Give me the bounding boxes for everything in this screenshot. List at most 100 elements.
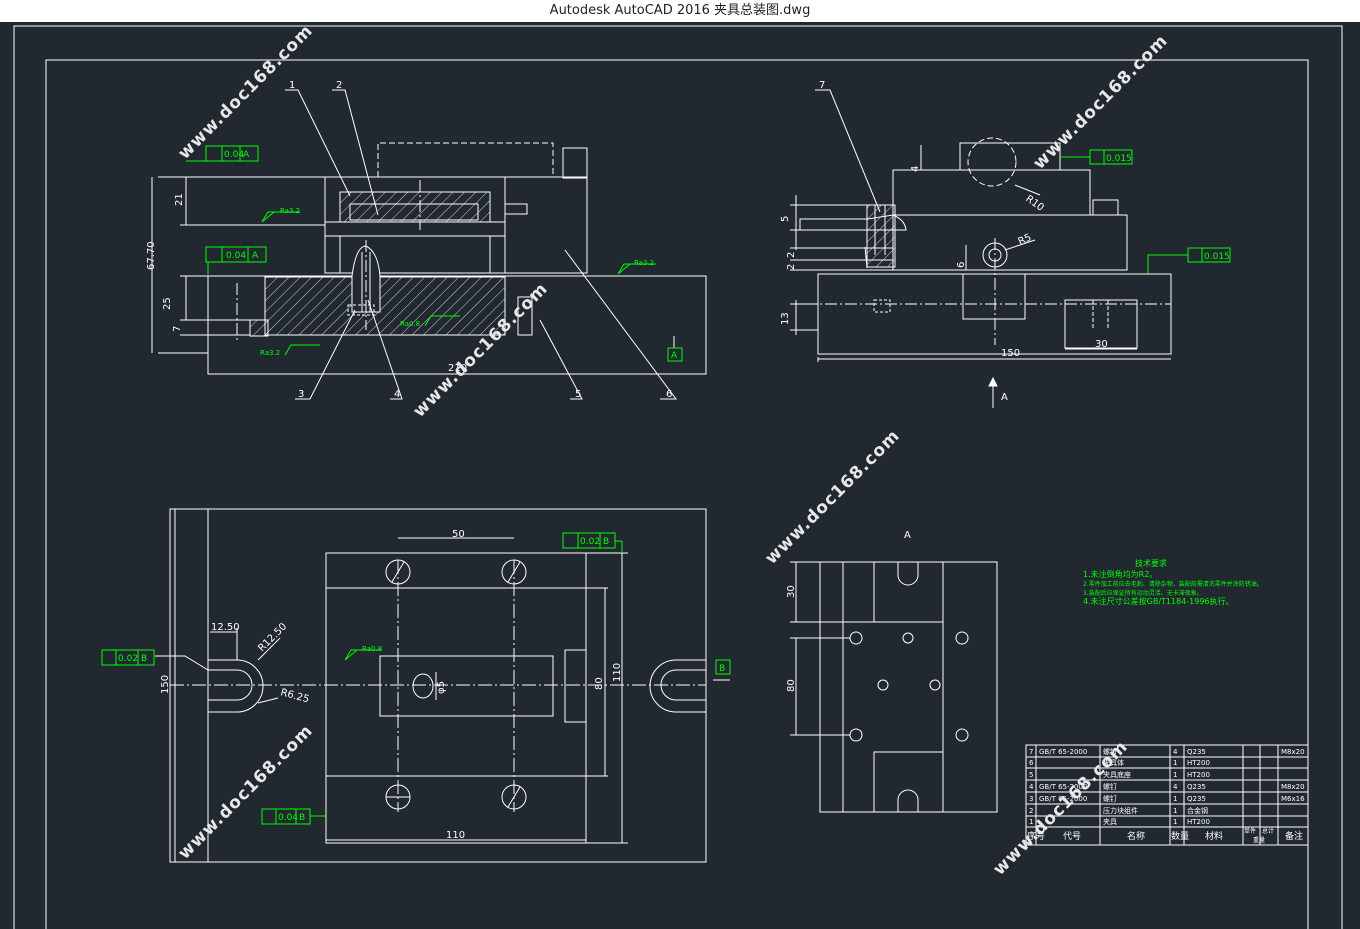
bom-cell: 5 xyxy=(1029,771,1033,779)
callout-1: 1 xyxy=(289,80,295,91)
tol-frame-front-mid xyxy=(205,246,267,263)
dim-150-plan: 150 xyxy=(160,675,171,694)
dim-30-side: 30 xyxy=(1095,339,1108,350)
dim-80-plan: 80 xyxy=(594,677,605,690)
tol-frame-plan-left xyxy=(101,649,155,666)
dim-25: 25 xyxy=(162,297,173,310)
bom-header-cell: 材料 xyxy=(1205,830,1223,842)
bom-header-cell: 总计 xyxy=(1262,827,1274,835)
bom-header-cell: 代号 xyxy=(1063,831,1081,842)
bom-table[interactable] xyxy=(1025,744,1309,846)
rough-sym-a xyxy=(261,211,300,223)
dim-r10: R10 xyxy=(1023,193,1045,213)
view-a-label: A xyxy=(904,530,911,541)
tol-datum-plan-right: B xyxy=(603,537,609,547)
callout-2: 2 xyxy=(336,80,342,91)
bom-cell: 夹具底座 xyxy=(1103,770,1131,779)
view-a[interactable] xyxy=(790,561,998,813)
bom-cell: 螺钉 xyxy=(1103,782,1117,791)
bom-cell: Q235 xyxy=(1187,795,1206,803)
bom-cell: GB/T 65-2000 xyxy=(1039,748,1087,756)
dim-7: 7 xyxy=(172,326,183,332)
dim-30-view-a: 30 xyxy=(786,585,797,598)
dim-50: 50 xyxy=(452,529,465,540)
dim-12-50: 12.50 xyxy=(211,622,240,633)
tol-datum-plan-left: B xyxy=(141,654,147,664)
rough-sym-b xyxy=(617,263,656,275)
drawing-canvas[interactable]: 7GB/T 65-2000螺钉4Q235M8x206夹具体1HT2005夹具底座… xyxy=(0,22,1360,929)
watermarks: www.doc168.com www.doc168.com www.doc168… xyxy=(174,22,1172,880)
dim-21: 21 xyxy=(174,193,185,206)
side-view[interactable] xyxy=(790,89,1172,408)
bom-header-cell: 名称 xyxy=(1127,830,1145,842)
rough-sym-c xyxy=(424,315,460,327)
rough-text-b: Ra3.2 xyxy=(634,259,654,267)
rough-sym-d xyxy=(284,344,320,356)
bom-cell: M8x20 xyxy=(1281,783,1305,791)
dim-210: 210 xyxy=(448,363,467,374)
plan-view[interactable] xyxy=(155,508,730,863)
bom-cell: 合金钢 xyxy=(1187,806,1208,815)
dim-r6-25: R6.25 xyxy=(279,687,310,705)
dim-110-w: 110 xyxy=(446,830,465,841)
bom-cell: GB/T 65-2000 xyxy=(1039,795,1087,803)
bom-cell: 螺钉 xyxy=(1103,747,1117,756)
bom-cell: 7 xyxy=(1029,748,1033,756)
dim-13: 13 xyxy=(780,312,791,325)
bom-cell: 夹具 xyxy=(1103,817,1117,826)
bom-cell: 3 xyxy=(1029,795,1033,803)
bom-cell: 1 xyxy=(1029,818,1033,826)
dim-6: 6 xyxy=(956,262,967,268)
datum-box-a xyxy=(667,347,683,362)
bom-cell: 4 xyxy=(1173,748,1178,756)
bom-header-cell: 单件 xyxy=(1244,827,1256,835)
bom-cell: 1 xyxy=(1173,795,1177,803)
rough-text-d: Ra3.2 xyxy=(260,349,280,357)
datum-b-text: B xyxy=(719,664,725,674)
tol-datum-front-top: A xyxy=(243,150,250,160)
bom-cell: 夹具体 xyxy=(1103,758,1124,767)
bom-cell: 1 xyxy=(1173,771,1177,779)
dim-phi5: φ5 xyxy=(436,681,447,694)
bom-cell: HT200 xyxy=(1187,818,1210,826)
datum-box-b xyxy=(715,659,731,675)
watermark: www.doc168.com xyxy=(1029,31,1172,174)
bom-cell: 1 xyxy=(1173,759,1177,767)
tech-req-3: 3.装配后应保证所有运动灵活、无卡滞现象。 xyxy=(1083,589,1203,597)
dim-2a: 2 xyxy=(786,252,797,258)
window-title: Autodesk AutoCAD 2016 夹具总装图.dwg xyxy=(0,0,1360,22)
bom-cell: 1 xyxy=(1173,807,1177,815)
watermark: www.doc168.com xyxy=(174,22,317,164)
tol-text-front-mid: 0.04 xyxy=(226,251,246,261)
tol-text-plan-perp: 0.04 xyxy=(278,813,298,823)
tech-req-4: 4.未注尺寸公差按GB/T1184-1996执行。 xyxy=(1083,596,1234,606)
dim-110-h: 110 xyxy=(612,663,623,682)
bom-cell: 2 xyxy=(1029,807,1033,815)
rough-text-c: Ra0.8 xyxy=(400,320,420,328)
bom-header-cell: 数量 xyxy=(1171,830,1189,842)
view-arrow-label: A xyxy=(1001,392,1008,403)
bom-cell: 4 xyxy=(1029,783,1034,791)
bom-header-cell: 备注 xyxy=(1285,830,1303,842)
callout-6: 6 xyxy=(666,389,672,400)
watermark: www.doc168.com xyxy=(761,426,904,569)
dim-4: 4 xyxy=(910,166,921,172)
tol-text-side-mid: 0.015 xyxy=(1204,252,1230,262)
bom-cell: 6 xyxy=(1029,759,1034,767)
bom-cell: M8x20 xyxy=(1281,748,1305,756)
bom-header-subcell: 重量 xyxy=(1253,836,1265,844)
bom-cell: GB/T 65-2000 xyxy=(1039,783,1087,791)
bom-header-cell: 序号 xyxy=(1027,830,1045,842)
callout-4: 4 xyxy=(394,389,400,400)
callout-7: 7 xyxy=(819,80,825,91)
dim-5: 5 xyxy=(780,216,791,222)
tol-text-side-top: 0.015 xyxy=(1106,154,1132,164)
datum-a-text: A xyxy=(671,351,678,361)
front-view[interactable] xyxy=(151,89,707,400)
bom-cell: 4 xyxy=(1173,783,1178,791)
rough-text-plan: Ra0.8 xyxy=(362,645,382,653)
tol-datum-plan-perp: B xyxy=(299,813,305,823)
watermark: www.doc168.com xyxy=(174,721,317,864)
tech-req-1: 1.未注倒角均为R2。 xyxy=(1083,569,1157,579)
